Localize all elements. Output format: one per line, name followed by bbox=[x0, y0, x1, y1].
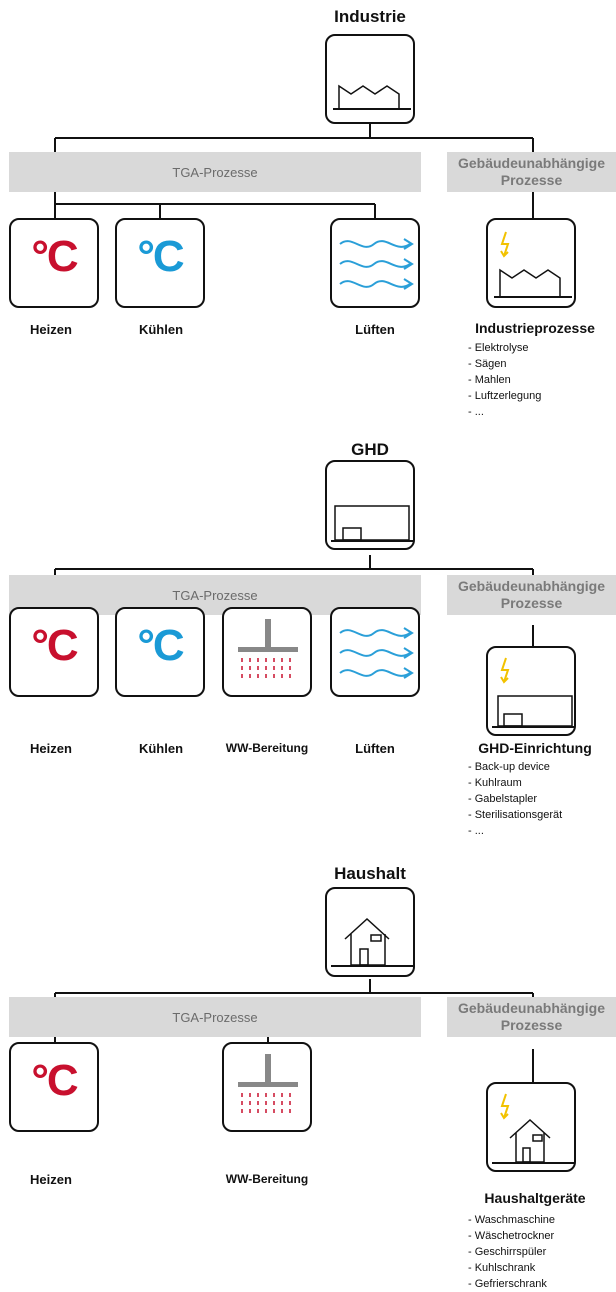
tga-bar: TGA-Prozesse bbox=[9, 152, 421, 192]
section-title: Industrie bbox=[334, 7, 406, 26]
list-item: - Waschmaschine bbox=[468, 1214, 556, 1226]
independent-bar: Gebäudeunabhängige Prozesse bbox=[447, 575, 616, 615]
section-haushalt: Haushalt TGA-Prozesse Gebäudeunabhängige… bbox=[0, 857, 616, 1290]
list-item: - Elektrolyse bbox=[468, 342, 529, 354]
process-title: Industrieprozesse bbox=[475, 320, 595, 336]
list-item: - Back-up device bbox=[468, 761, 550, 773]
item-label: Lüften bbox=[355, 741, 395, 756]
house-icon bbox=[325, 887, 415, 977]
cooling-icon: °C bbox=[115, 218, 205, 308]
celsius-heat-glyph: °C bbox=[31, 232, 78, 281]
industrial-process-icon bbox=[486, 218, 576, 308]
item-label: Heizen bbox=[30, 1172, 72, 1187]
list-item: - Geschirrspüler bbox=[468, 1246, 547, 1258]
list-item: - Sägen bbox=[468, 358, 507, 370]
connector-lines bbox=[54, 124, 534, 218]
list-item: - Sterilisationsgerät bbox=[468, 809, 563, 821]
business-equipment-icon bbox=[486, 646, 576, 736]
list-item: - Kuhlschrank bbox=[468, 1262, 536, 1274]
list-item: - Luftzerlegung bbox=[468, 390, 542, 402]
household-appliance-icon bbox=[486, 1082, 576, 1172]
process-list: - Waschmaschine - Wäschetrockner - Gesch… bbox=[468, 1212, 555, 1292]
list-item: - ... bbox=[468, 825, 484, 837]
ventilation-icon bbox=[330, 218, 420, 308]
item-label: Kühlen bbox=[138, 741, 184, 756]
list-item: - Gabelstapler bbox=[468, 793, 538, 805]
list-item: - Kuhlraum bbox=[468, 777, 522, 789]
section-ghd: GHD TGA-Prozesse Gebäudeunabhängige Proz… bbox=[0, 433, 616, 853]
list-item: - Wäschetrockner bbox=[468, 1230, 555, 1242]
section-title: GHD bbox=[351, 440, 389, 459]
ventilation-icon bbox=[330, 607, 420, 697]
list-item: - Gefrierschrank bbox=[468, 1278, 547, 1290]
heating-icon: °C bbox=[9, 607, 99, 697]
item-label: WW-Bereitung bbox=[225, 741, 309, 755]
process-title: Haushaltgeräte bbox=[484, 1190, 586, 1206]
heating-icon: °C bbox=[9, 1042, 99, 1132]
list-item: - Mahlen bbox=[468, 374, 511, 386]
process-list: - Back-up device - Kuhlraum - Gabelstapl… bbox=[468, 759, 562, 839]
independent-bar: Gebäudeunabhängige Prozesse bbox=[447, 152, 616, 192]
item-label: Kühlen bbox=[138, 322, 184, 337]
celsius-heat-glyph: °C bbox=[31, 1056, 78, 1105]
list-item: - ... bbox=[468, 406, 484, 418]
process-title: GHD-Einrichtung bbox=[478, 740, 592, 756]
cooling-icon: °C bbox=[115, 607, 205, 697]
celsius-heat-glyph: °C bbox=[31, 621, 78, 670]
heating-icon: °C bbox=[9, 218, 99, 308]
shower-icon bbox=[222, 607, 312, 697]
independent-bar: Gebäudeunabhängige Prozesse bbox=[447, 997, 616, 1037]
celsius-cool-glyph: °C bbox=[137, 621, 184, 670]
building-icon bbox=[325, 460, 415, 550]
item-label: Lüften bbox=[355, 322, 395, 337]
section-industrie: Industrie TGA-Prozesse Gebäudeunabhängig… bbox=[0, 0, 616, 420]
process-list: - Elektrolyse - Sägen - Mahlen - Luftzer… bbox=[468, 340, 541, 420]
factory-icon bbox=[325, 34, 415, 124]
item-label: Heizen bbox=[30, 322, 72, 337]
shower-icon bbox=[222, 1042, 312, 1132]
item-label: WW-Bereitung bbox=[225, 1172, 309, 1186]
section-title: Haushalt bbox=[334, 864, 406, 883]
celsius-cool-glyph: °C bbox=[137, 232, 184, 281]
tga-bar: TGA-Prozesse bbox=[9, 997, 421, 1037]
item-label: Heizen bbox=[30, 741, 72, 756]
